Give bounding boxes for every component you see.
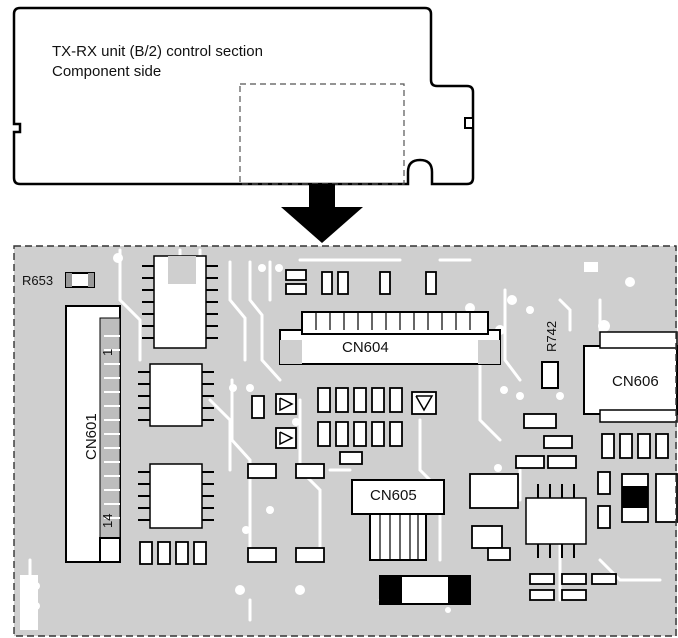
board-outline: [12, 6, 475, 186]
cn601-label: CN601: [83, 413, 100, 460]
r742-resistor: [541, 361, 559, 389]
smd-pairs: [247, 463, 325, 563]
cn604-connector: [279, 311, 501, 365]
pcb-detail: CN601 1 14 R653: [13, 245, 678, 637]
cn606-label: CN606: [612, 373, 659, 390]
cn604-label: CN604: [342, 339, 389, 356]
crystal: [379, 575, 471, 605]
caps-right: [469, 413, 678, 601]
resistor-bank-2: [317, 421, 403, 465]
pad-area: [20, 575, 38, 630]
r742-label: R742: [544, 321, 559, 352]
ic-u4: [525, 484, 587, 558]
dark-part: [622, 486, 648, 508]
ic-u2: [138, 363, 214, 427]
ic-u1: [142, 255, 218, 349]
r653-label: R653: [22, 273, 53, 288]
cn601-connector: [65, 305, 121, 563]
ic-u3: [138, 463, 214, 529]
down-arrow-icon: [281, 184, 363, 243]
pin-1-label: 1: [100, 349, 115, 356]
detail-frame: [13, 245, 677, 637]
cn606-connector: [583, 331, 678, 423]
pin-14-label: 14: [100, 514, 115, 528]
resistor-bank-1: [317, 387, 403, 413]
cn605-label: CN605: [370, 487, 417, 504]
diode-array: [251, 391, 437, 449]
unit-subtitle: Component side: [52, 63, 161, 80]
caps-bottom-left: [139, 541, 207, 565]
caps-top-row: [285, 269, 437, 295]
cn605-connector: [351, 479, 445, 561]
unit-title: TX-RX unit (B/2) control section: [52, 43, 263, 60]
